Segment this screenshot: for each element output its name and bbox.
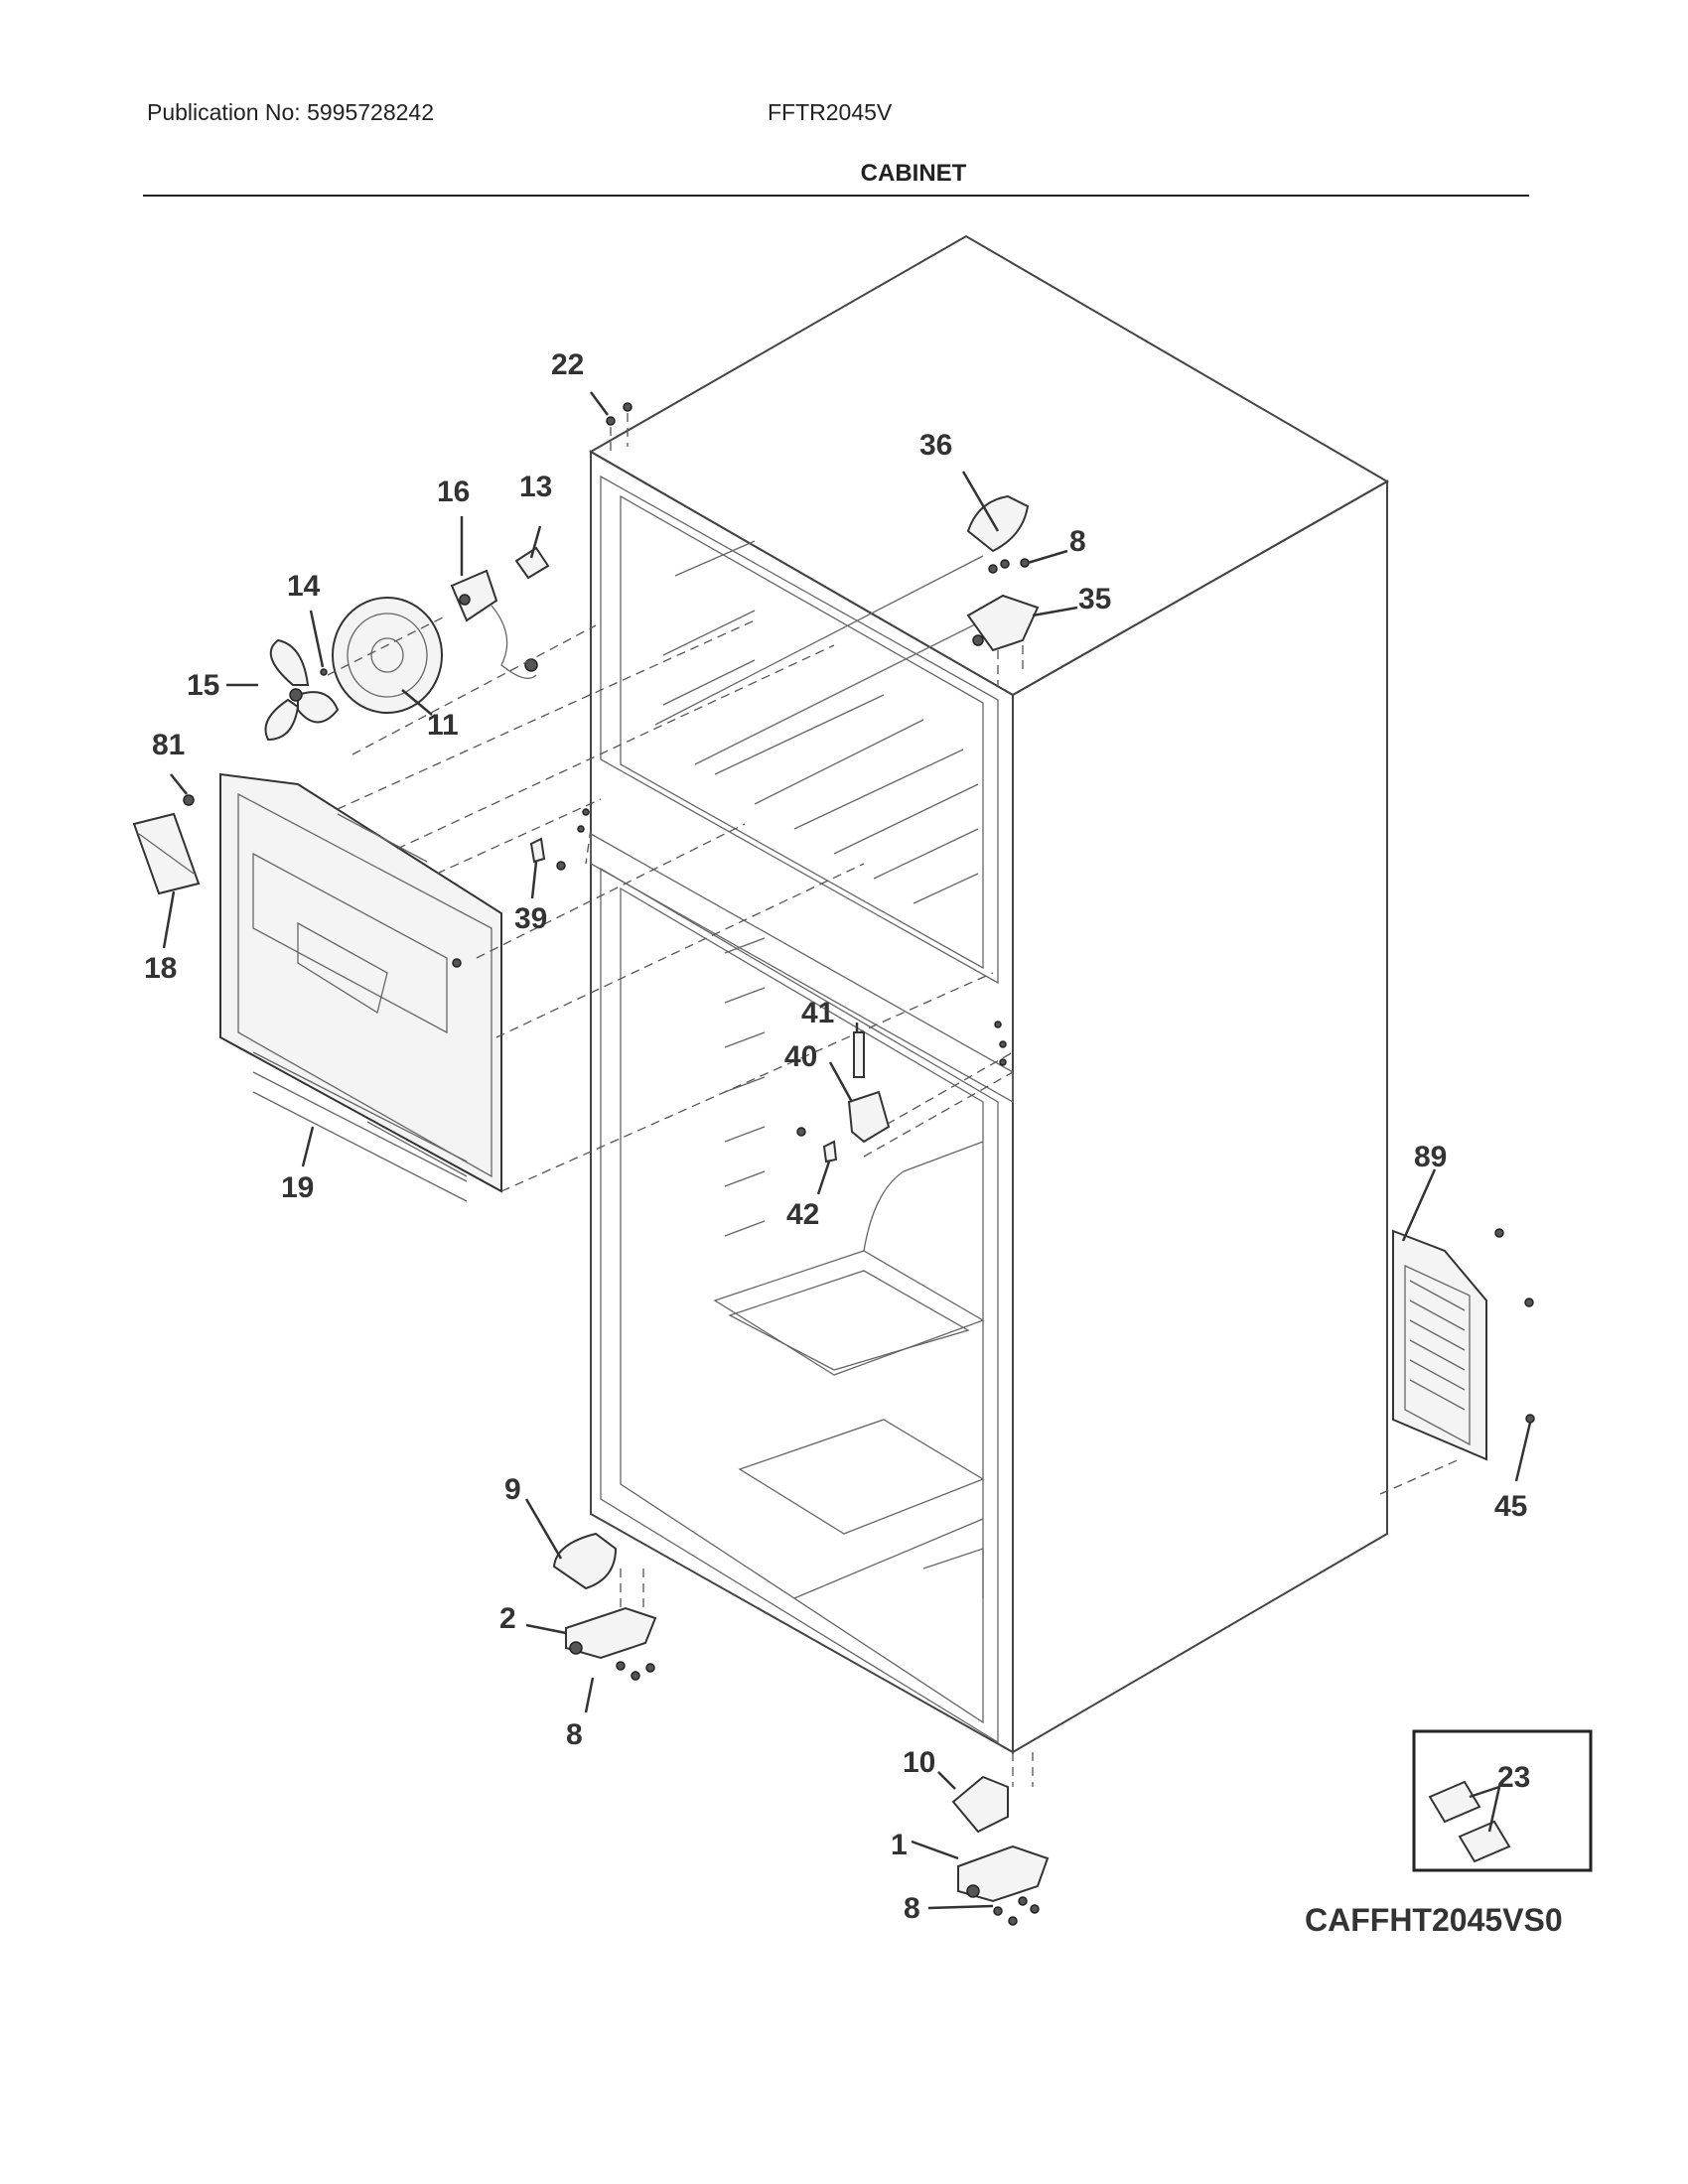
callout-2: 2 [499, 1602, 516, 1635]
callout-8-top: 8 [1069, 525, 1086, 558]
cover-18 [132, 812, 201, 895]
evaporator-fan-assembly [264, 546, 597, 755]
callout-81: 81 [152, 729, 185, 761]
callout-42: 42 [786, 1198, 819, 1231]
callout-13: 13 [519, 471, 552, 503]
bottom-left-hinge [552, 1532, 657, 1681]
callout-23: 23 [1497, 1761, 1530, 1794]
callout-19: 19 [281, 1171, 314, 1204]
callout-36: 36 [919, 429, 952, 462]
callout-39: 39 [514, 902, 547, 935]
callout-40: 40 [784, 1040, 817, 1073]
callout-14: 14 [287, 570, 321, 603]
model-number: FFTR2045V [768, 99, 893, 125]
rear-access-panel-89 [1392, 1228, 1535, 1461]
callout-89: 89 [1414, 1141, 1447, 1173]
clip-39 [529, 808, 590, 871]
bottom-right-hinge [951, 1752, 1050, 1926]
leader-lines [162, 391, 1532, 1910]
top-hinge-assembly [966, 494, 1040, 685]
callout-1: 1 [891, 1829, 908, 1861]
callout-labels: 22 36 16 13 8 35 14 15 11 81 39 18 41 40… [144, 348, 1563, 1938]
screw-22-group [606, 402, 633, 457]
inset-box-23 [1412, 1729, 1593, 1872]
callout-18: 18 [144, 952, 177, 985]
callout-41: 41 [801, 997, 834, 1029]
callout-9: 9 [504, 1473, 521, 1506]
callout-10: 10 [903, 1746, 935, 1779]
header-divider [143, 195, 1529, 197]
callout-45: 45 [1494, 1490, 1527, 1523]
section-title: CABINET [860, 160, 967, 187]
evaporator-cover-19 [219, 772, 502, 1202]
alignment-lines [337, 619, 1461, 1495]
callout-15: 15 [187, 669, 219, 702]
callout-8-left: 8 [566, 1718, 583, 1751]
screw-81 [183, 794, 195, 806]
callout-16: 16 [437, 476, 470, 508]
catalog-code: CAFFHT2045VS0 [1305, 1902, 1563, 1938]
callout-8-bottom: 8 [904, 1892, 920, 1925]
callout-11: 11 [427, 709, 459, 742]
callout-35: 35 [1078, 583, 1111, 615]
shelf-support-assembly [796, 1021, 1007, 1163]
publication-number: Publication No: 5995728242 [147, 99, 435, 125]
refrigerator-cabinet [588, 234, 1390, 1754]
callout-22: 22 [551, 348, 584, 381]
